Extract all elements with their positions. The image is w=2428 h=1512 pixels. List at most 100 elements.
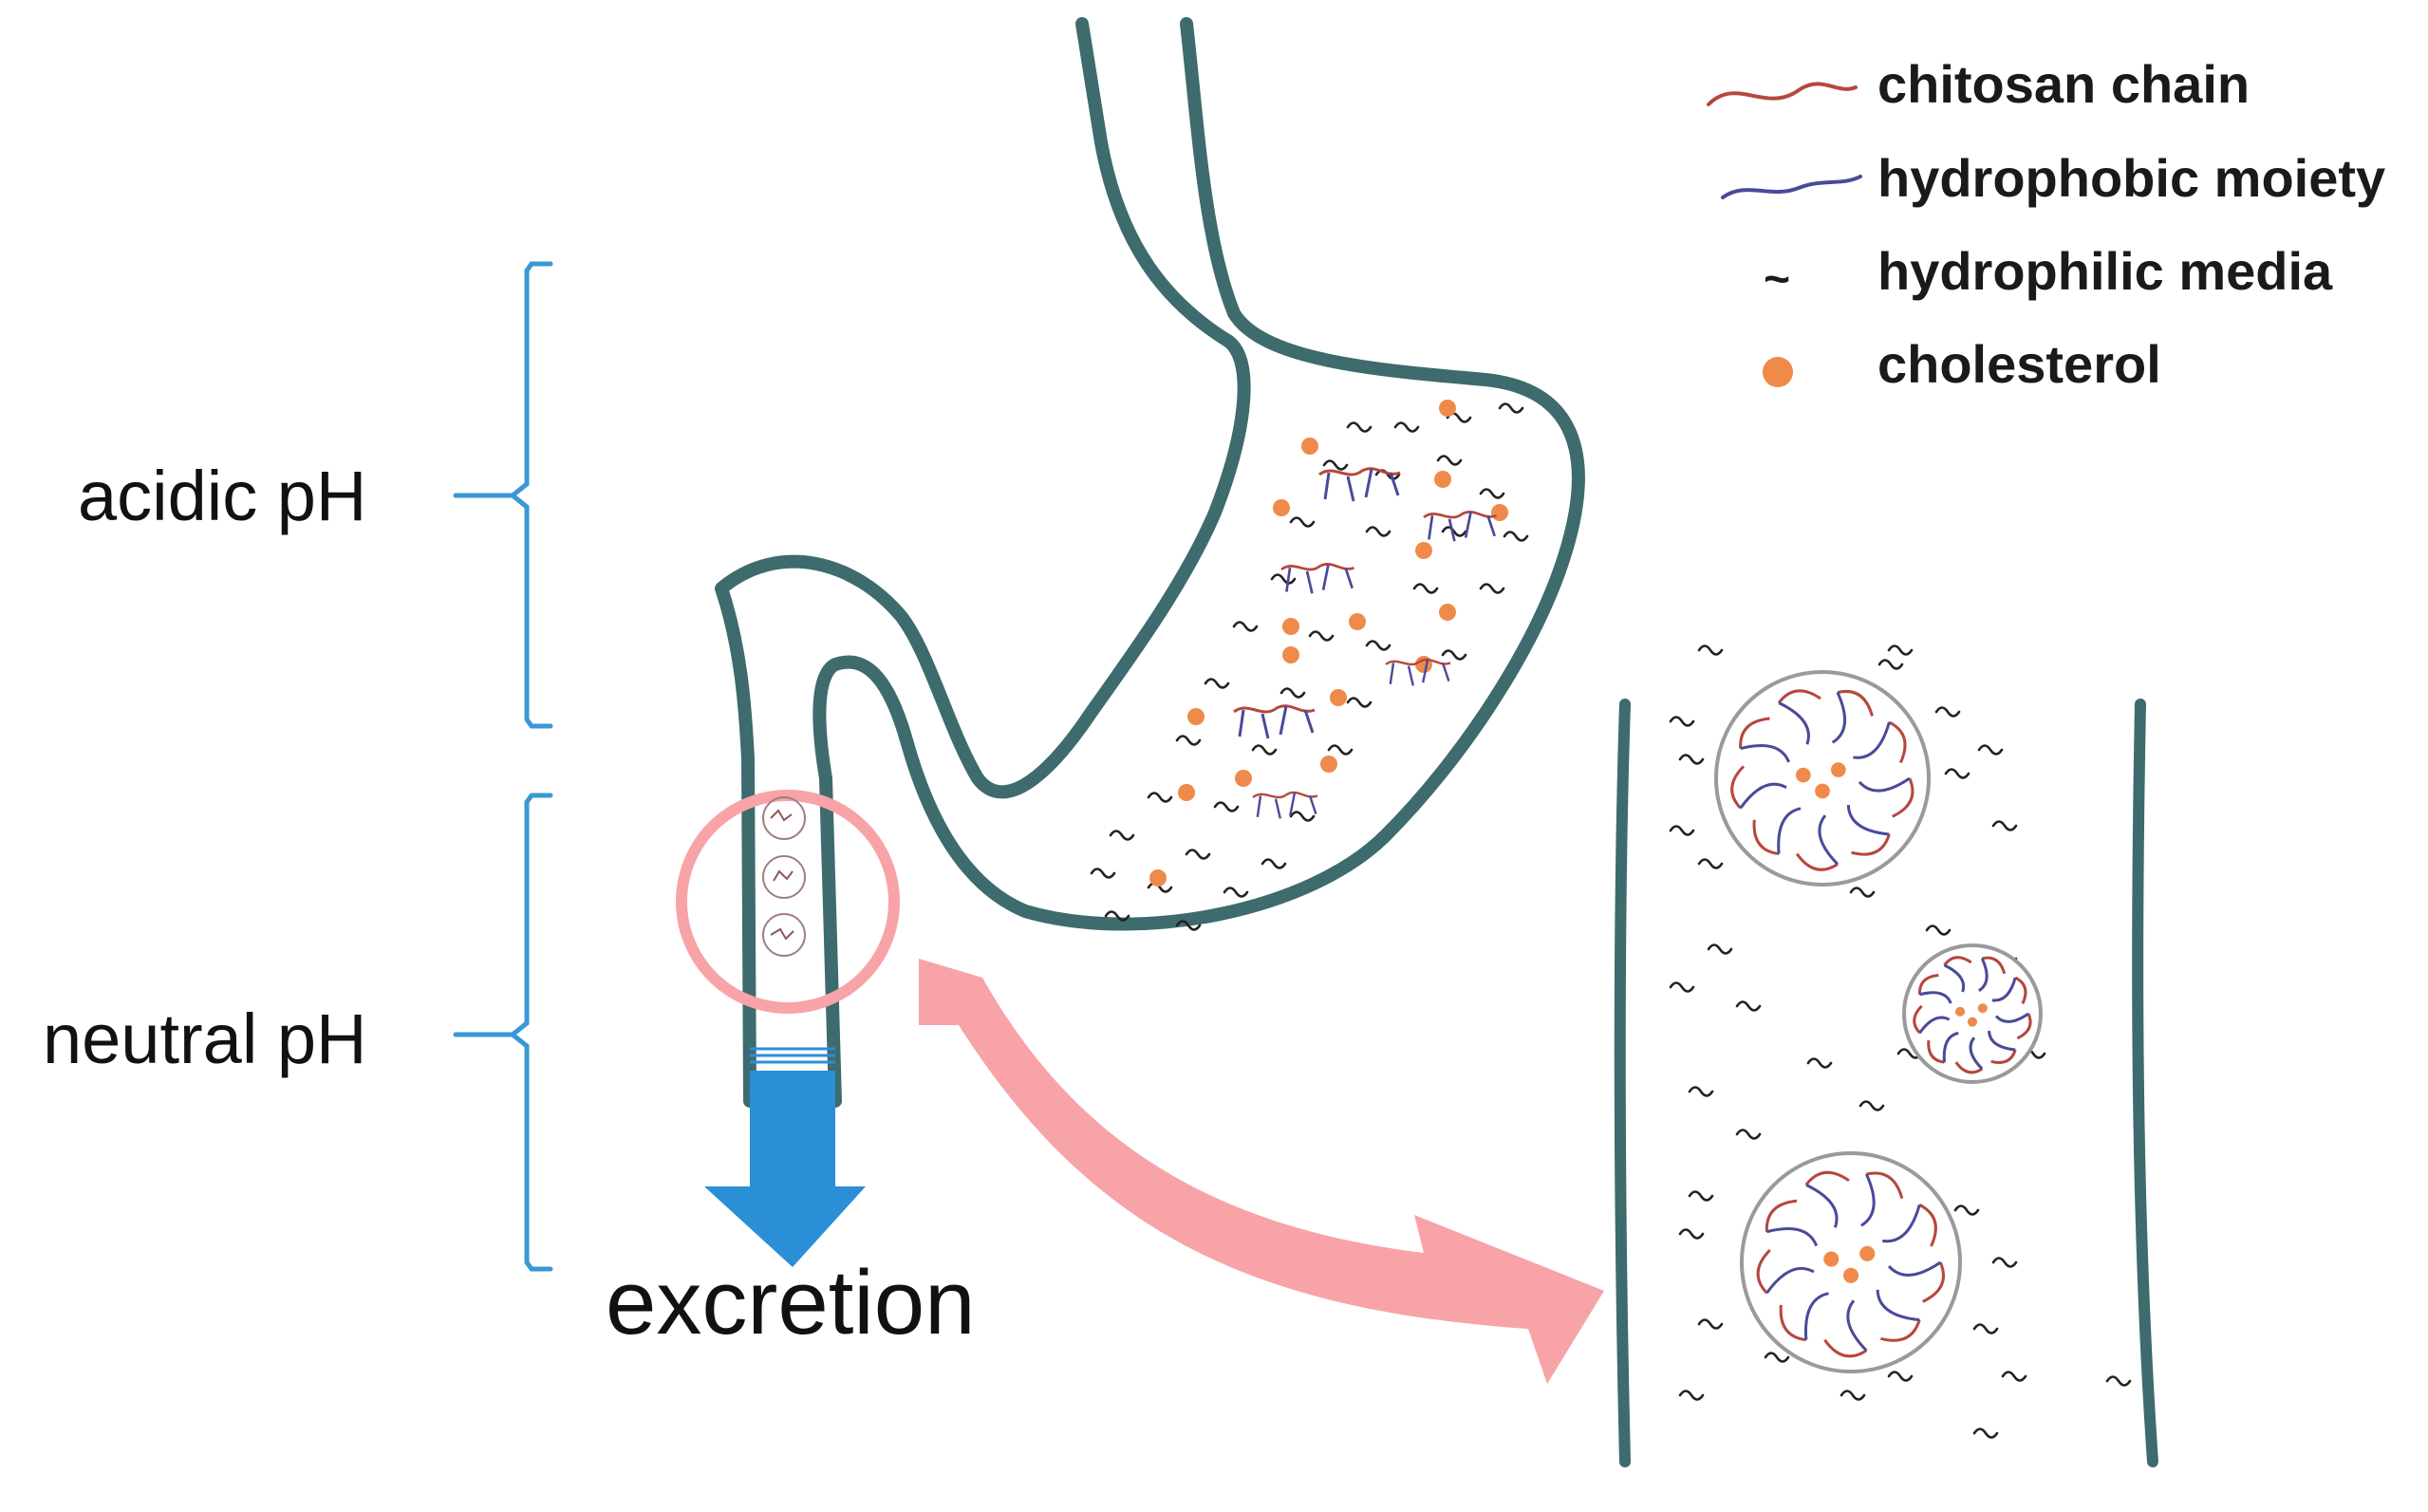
hydrophilic-wave — [1697, 1318, 1724, 1330]
hydrophilic-wave — [1327, 744, 1354, 756]
hydrophilic-wave — [1669, 981, 1695, 993]
micelle-chitosan — [1730, 765, 1746, 810]
micelle-ring — [1902, 943, 2043, 1084]
micelle-chitosan — [1922, 1261, 1945, 1303]
hydrophilic-wave — [1887, 1371, 1914, 1382]
hydrophobic-moiety — [1256, 792, 1317, 819]
hydrophilic-wave — [1213, 801, 1240, 812]
hydrophilic-wave — [1688, 1086, 1714, 1097]
stomach-contents — [1090, 400, 1529, 931]
chitosan-chain-swatch — [1707, 82, 1858, 106]
cholesterol-dot — [1273, 499, 1290, 516]
micelle-hydrophobic — [1876, 1289, 1920, 1322]
intestine-left-wall — [1614, 699, 1631, 1467]
micelle-hydrophobic — [1739, 782, 1787, 810]
chitosan-cluster — [1385, 658, 1451, 686]
micelle-hydrophobic — [1765, 1266, 1815, 1295]
micelle-chitosan — [1927, 1039, 1945, 1064]
cholesterol-dot — [1830, 762, 1846, 777]
micelle-chitosan — [1954, 1061, 1984, 1074]
hydrophilic-wave — [1849, 887, 1876, 898]
hydrophilic-wave — [1175, 920, 1202, 931]
hydrophilic-wave — [1412, 583, 1439, 594]
hydrophilic-wave — [1185, 849, 1211, 860]
chitosan-chain — [1252, 791, 1318, 799]
cholesterol-dot — [1178, 784, 1195, 801]
hydrophilic-wave — [1991, 1257, 2018, 1268]
hydrophilic-wave — [1479, 583, 1505, 594]
micelle-hydrophobic — [1988, 1030, 2016, 1052]
hydrophilic-wave — [1972, 1428, 1999, 1439]
cholesterol-dot — [1415, 656, 1432, 673]
hydrophilic-wave — [1688, 1190, 1714, 1202]
hydrophilic-wave — [1991, 820, 2018, 831]
intestine-right-wall — [2132, 699, 2158, 1467]
hydrophilic-wave — [1858, 1100, 1885, 1111]
hydrophilic-wave — [1204, 678, 1230, 689]
cholesterol-dot — [1320, 756, 1337, 773]
hydrophilic-wave — [1251, 744, 1278, 756]
stomach-outline — [715, 17, 1585, 1108]
cholesterol-dot — [1815, 783, 1830, 799]
hydrophilic-wave — [1925, 924, 1952, 936]
stomach-inner-wall — [812, 17, 1585, 1108]
hydrophilic-wave — [1346, 421, 1373, 433]
hydrophilic-wave — [1308, 630, 1335, 642]
micelle — [1902, 943, 2043, 1084]
hydrophilic-wave — [1735, 1000, 1762, 1012]
micelle-hydrophobic — [1846, 804, 1890, 836]
hydrophilic-wave — [1877, 659, 1904, 670]
micelle-hydrophobic — [1858, 776, 1911, 793]
micelle-chitosan — [1943, 956, 1972, 966]
micelle-chitosan — [2016, 1013, 2032, 1040]
chitosan-chain — [1318, 467, 1401, 476]
micelle-hydrophobic — [1918, 1016, 1951, 1035]
micelle-hydrophobic — [1740, 744, 1791, 763]
chitosan-cluster — [1233, 704, 1316, 739]
micelle-hydrophobic — [1994, 1012, 2029, 1023]
intestine-detail-panel — [1614, 699, 2158, 1467]
hydrophobic-moiety — [1285, 564, 1354, 594]
hydrophobic-moiety — [1428, 512, 1496, 542]
micelle-chitosan — [1795, 852, 1839, 871]
micelle-chitosan — [2014, 976, 2027, 1004]
hydrophilic-wave — [1678, 754, 1705, 765]
hydrophobic-moiety — [1238, 705, 1315, 739]
hydrophilic-wave — [1393, 421, 1420, 433]
cholesterol-dot — [1282, 618, 1299, 635]
cholesterol-dot — [1149, 869, 1167, 887]
micelle-hydrophobic — [1919, 991, 1952, 1004]
micelle-hydrophobic — [1831, 691, 1846, 744]
micelle-hydrophobic — [1882, 1204, 1921, 1243]
micelle-chitosan — [1918, 1204, 1937, 1247]
legend-chitosan-label: chitosan chain — [1877, 54, 2250, 114]
hydrophilic-wave — [1806, 1057, 1833, 1069]
hydrophilic-wave — [1279, 687, 1306, 699]
micelle-hydrophobic — [1991, 977, 2017, 1002]
hydrophilic-wave — [1365, 640, 1391, 651]
micelle-chitosan — [1752, 819, 1780, 856]
hydrophilic-wave — [1090, 868, 1116, 879]
hydrophilic-wave — [1289, 811, 1316, 822]
hydrophilic-wave — [1441, 649, 1467, 661]
micelle-hydrophobic — [1887, 1260, 1942, 1277]
micelle-hydrophobic — [1805, 1183, 1839, 1228]
micelle-chitosan — [1918, 973, 1939, 995]
micelle-hydrophobic — [1969, 1036, 1984, 1071]
legend: chitosan chain hydrophobic moiety ~ hydr… — [1707, 54, 2385, 394]
hydrophilic-wave — [1972, 1323, 1999, 1335]
excretion-arrow-shaft — [704, 1071, 866, 1267]
micelle-hydrophobic — [1766, 1227, 1819, 1247]
hydrophilic-wave — [1322, 459, 1349, 471]
micelle-hydrophobic — [1977, 958, 1989, 993]
cholesterol-dot — [1967, 1017, 1978, 1027]
cholesterol-dot — [1434, 471, 1451, 488]
hydrophilic-media-swatch: ~ — [1764, 254, 1790, 305]
hydrophilic-wave — [1669, 825, 1695, 836]
micelle-ring — [1714, 670, 1931, 887]
micelle — [1740, 1151, 1962, 1373]
micelle-chitosan — [1981, 956, 2007, 975]
hydrophilic-wave — [1678, 1228, 1705, 1240]
hydrophilic-wave — [1436, 455, 1463, 466]
cholesterol-dot — [1859, 1245, 1876, 1261]
